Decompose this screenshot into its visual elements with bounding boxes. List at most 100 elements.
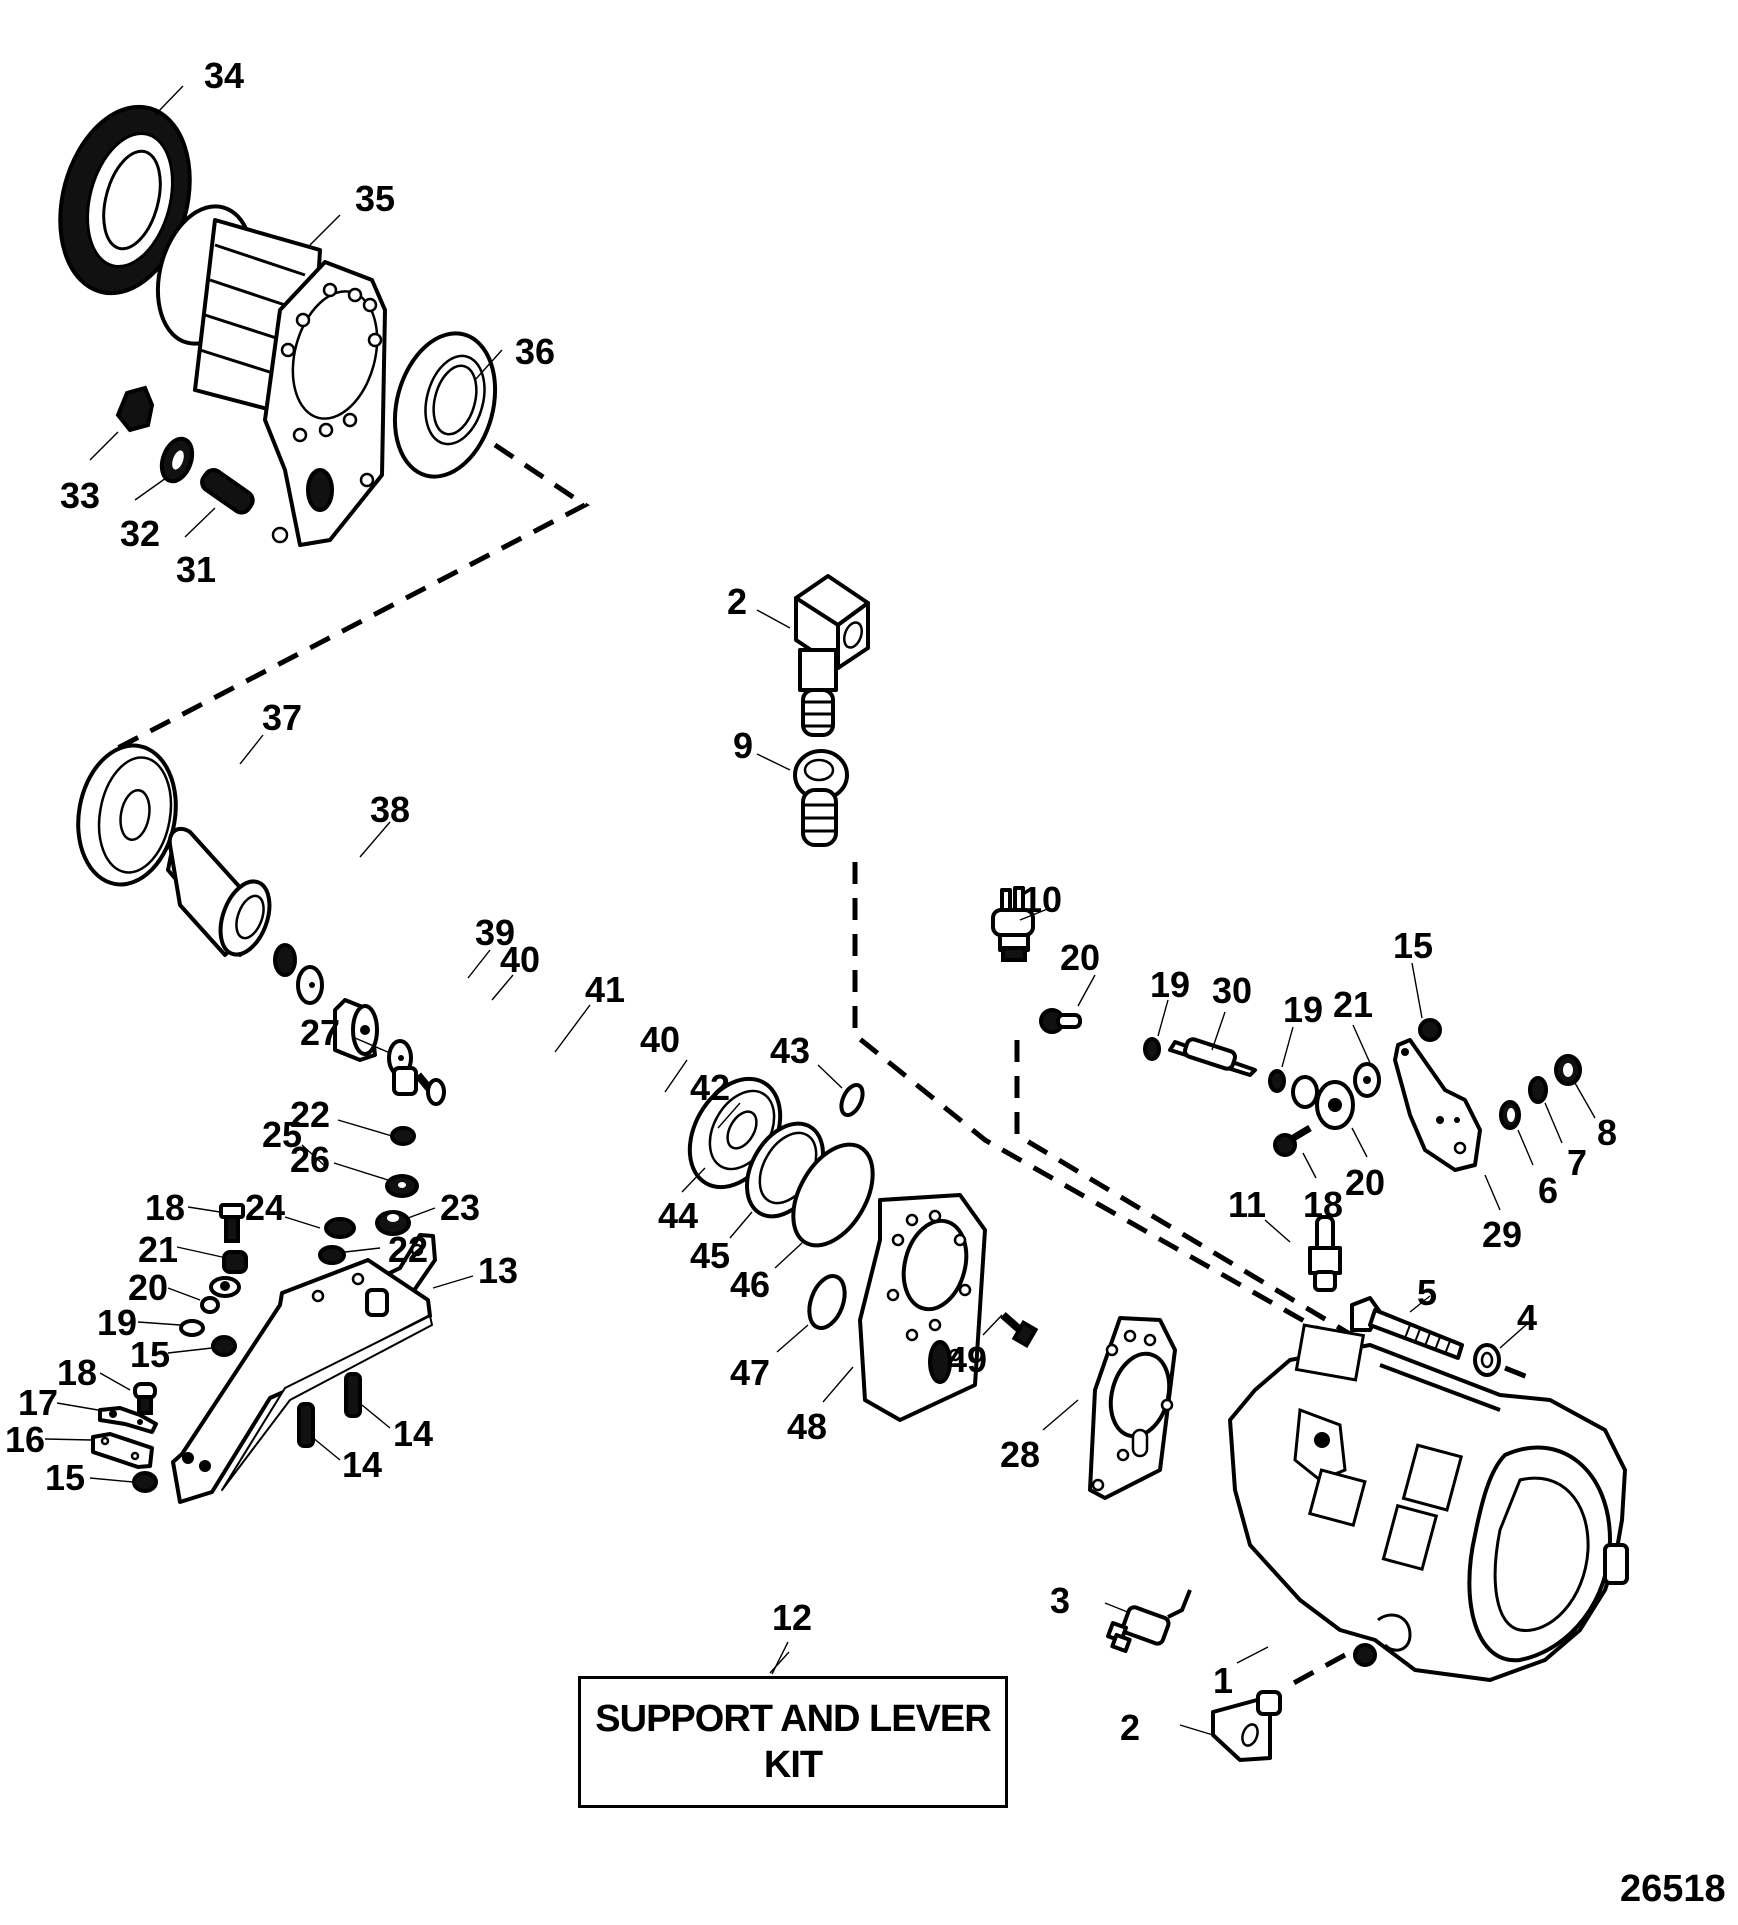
part-48-plate[interactable] bbox=[858, 1193, 987, 1422]
part-37-bearing[interactable] bbox=[68, 738, 187, 893]
part-43-o-ring-small[interactable] bbox=[837, 1082, 867, 1119]
callout-22b: 22 bbox=[388, 1229, 428, 1270]
part-29-shift-lever[interactable] bbox=[1393, 1038, 1482, 1172]
callout-29: 29 bbox=[1482, 1214, 1522, 1255]
part-9-fitting[interactable] bbox=[793, 749, 849, 847]
part-18-screw-c[interactable] bbox=[133, 1382, 157, 1415]
part-42-screw[interactable] bbox=[414, 1072, 446, 1106]
part-14-stud-b[interactable] bbox=[297, 1402, 315, 1448]
kit-box-line-1: SUPPORT AND LEVER bbox=[595, 1698, 991, 1740]
part-16-block[interactable] bbox=[91, 1432, 154, 1469]
callout-16: 16 bbox=[5, 1419, 45, 1460]
callout-15a: 15 bbox=[1393, 925, 1433, 966]
part-39-nut[interactable] bbox=[273, 943, 297, 977]
part-20-ball-joint-c[interactable] bbox=[200, 1276, 241, 1314]
part-8-nut[interactable] bbox=[1554, 1054, 1582, 1086]
part-21-spacer-a[interactable] bbox=[1353, 1062, 1381, 1098]
callout-39: 39 bbox=[475, 912, 515, 953]
part-17-clamp[interactable] bbox=[98, 1406, 158, 1434]
part-15-nut-a[interactable] bbox=[1418, 1018, 1442, 1042]
part-35-adapter-housing[interactable] bbox=[143, 196, 390, 547]
callout-12: 12 bbox=[772, 1597, 812, 1638]
callout-20b: 20 bbox=[1345, 1162, 1385, 1203]
callout-2-top: 2 bbox=[727, 581, 747, 622]
part-18-screw-b[interactable] bbox=[219, 1203, 245, 1243]
callout-28: 28 bbox=[1000, 1434, 1040, 1475]
part-15-nut-b[interactable] bbox=[211, 1335, 237, 1357]
callout-18b: 18 bbox=[145, 1187, 185, 1228]
part-14-stud-a[interactable] bbox=[344, 1372, 362, 1418]
callout-38: 38 bbox=[370, 789, 410, 830]
part-15-nut-c[interactable] bbox=[132, 1471, 158, 1493]
callout-25: 25 bbox=[262, 1114, 302, 1155]
callout-4: 4 bbox=[1517, 1297, 1537, 1338]
callout-14a: 14 bbox=[393, 1413, 433, 1454]
callout-21a: 21 bbox=[1333, 984, 1373, 1025]
part-41-spacer[interactable] bbox=[333, 998, 379, 1062]
part-46-o-ring-large[interactable] bbox=[777, 1131, 889, 1259]
callout-20c: 20 bbox=[128, 1267, 168, 1308]
part-30-link-rod[interactable] bbox=[1168, 1037, 1257, 1077]
part-11-fitting[interactable] bbox=[1308, 1215, 1342, 1292]
callout-14b: 14 bbox=[342, 1444, 382, 1485]
support-and-lever-kit-box: SUPPORT AND LEVER KIT bbox=[578, 1676, 1008, 1808]
part-4-washer[interactable] bbox=[1473, 1343, 1501, 1377]
part-38-shaft-sleeve[interactable] bbox=[166, 826, 279, 961]
callout-15b: 15 bbox=[130, 1334, 170, 1375]
part-33-nut[interactable] bbox=[115, 385, 155, 433]
part-23-bushing[interactable] bbox=[375, 1210, 411, 1236]
part-49-screw[interactable] bbox=[1000, 1312, 1039, 1349]
part-2-elbow-fitting-top[interactable] bbox=[794, 574, 870, 737]
part-32-washer[interactable] bbox=[156, 435, 197, 486]
part-2-elbow-fitting-bottom[interactable] bbox=[1211, 1690, 1282, 1762]
part-10-sender-switch[interactable] bbox=[991, 886, 1035, 962]
callout-37: 37 bbox=[262, 697, 302, 738]
part-5-bolt[interactable] bbox=[1350, 1296, 1464, 1360]
part-26-washer[interactable] bbox=[385, 1174, 419, 1198]
part-19-nut-c[interactable] bbox=[179, 1319, 205, 1337]
callout-41: 41 bbox=[585, 969, 625, 1010]
callout-49: 49 bbox=[947, 1339, 987, 1380]
dashed-line-fitting-to-transmission bbox=[852, 862, 1323, 1395]
callout-40b: 40 bbox=[640, 1019, 680, 1060]
part-47-o-ring[interactable] bbox=[803, 1271, 852, 1333]
part-19-nut-b[interactable] bbox=[1268, 1069, 1286, 1093]
callout-9: 9 bbox=[733, 725, 753, 766]
part-36-oil-seal[interactable] bbox=[380, 322, 511, 488]
part-28-gasket[interactable] bbox=[1088, 1316, 1178, 1500]
part-27-nut[interactable] bbox=[392, 1066, 418, 1096]
callout-34: 34 bbox=[204, 55, 244, 96]
callout-32: 32 bbox=[120, 513, 160, 554]
callout-17: 17 bbox=[18, 1382, 58, 1423]
part-34-seal-ring[interactable] bbox=[41, 92, 210, 308]
leader-lines bbox=[44, 85, 1596, 1736]
callout-23: 23 bbox=[440, 1187, 480, 1228]
callout-21b: 21 bbox=[138, 1229, 178, 1270]
callout-15c: 15 bbox=[45, 1457, 85, 1498]
callout-27: 27 bbox=[300, 1012, 340, 1053]
part-6-washer[interactable] bbox=[1499, 1100, 1521, 1130]
part-21-spacer-b[interactable] bbox=[222, 1250, 248, 1274]
callout-46: 46 bbox=[730, 1264, 770, 1305]
callout-2-bottom: 2 bbox=[1120, 1707, 1140, 1748]
part-40-washer-a[interactable] bbox=[296, 965, 324, 1005]
part-20-ball-joint-a[interactable] bbox=[1039, 1008, 1082, 1034]
part-18-screw-a[interactable] bbox=[1273, 1124, 1312, 1157]
callout-18a: 18 bbox=[1303, 1184, 1343, 1225]
callout-47: 47 bbox=[730, 1352, 770, 1393]
part-31-stud[interactable] bbox=[199, 467, 257, 517]
part-22-washer-b[interactable] bbox=[318, 1245, 346, 1265]
callout-8: 8 bbox=[1597, 1112, 1617, 1153]
callout-24: 24 bbox=[245, 1187, 285, 1228]
part-19-nut-a[interactable] bbox=[1143, 1037, 1161, 1061]
part-7-lockwasher[interactable] bbox=[1528, 1076, 1548, 1104]
callout-10: 10 bbox=[1022, 879, 1062, 920]
part-24-nut[interactable] bbox=[324, 1217, 356, 1239]
part-3-switch[interactable] bbox=[1106, 1589, 1192, 1654]
part-1-transmission[interactable] bbox=[1228, 1323, 1629, 1682]
part-20-ball-joint-b[interactable] bbox=[1291, 1075, 1355, 1130]
part-13-support-bracket[interactable] bbox=[171, 1258, 433, 1504]
callout-18c: 18 bbox=[57, 1352, 97, 1393]
